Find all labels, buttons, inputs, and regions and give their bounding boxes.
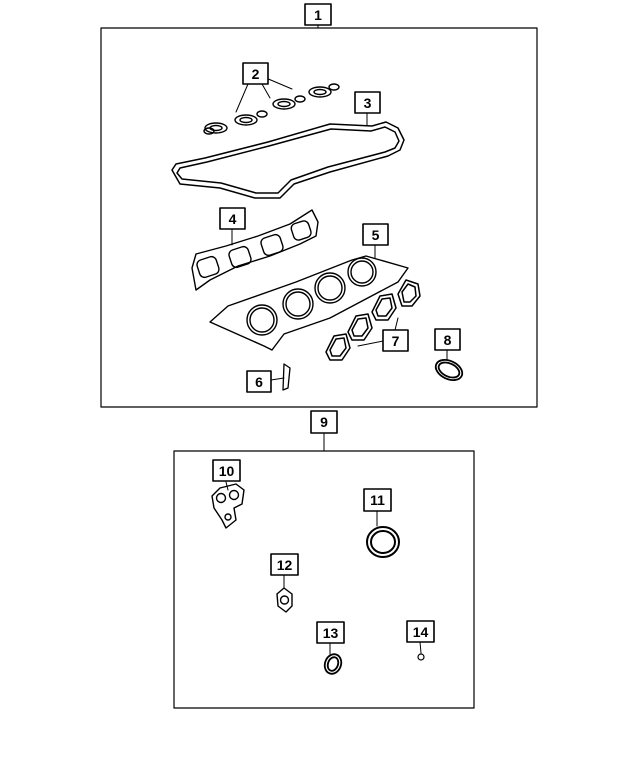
callout-4[interactable]: 4: [219, 207, 246, 230]
part-12-flange-gasket[interactable]: [276, 587, 293, 613]
callout-1[interactable]: 1: [304, 3, 332, 26]
part-14-tiny-o-ring[interactable]: [417, 653, 425, 661]
callout-2[interactable]: 2: [242, 62, 269, 85]
part-10-gasket[interactable]: [211, 483, 245, 529]
svg-text:14: 14: [413, 624, 429, 640]
svg-text:11: 11: [370, 492, 385, 508]
callout-7[interactable]: 7: [382, 329, 409, 352]
svg-text:6: 6: [255, 374, 263, 390]
group-1-frame: [100, 27, 538, 408]
part-2-tube-seals[interactable]: [203, 83, 340, 135]
svg-text:13: 13: [323, 625, 339, 641]
svg-text:3: 3: [364, 95, 372, 111]
callout-2-leaders: [235, 77, 293, 113]
part-13-o-ring[interactable]: [322, 652, 344, 676]
svg-text:12: 12: [277, 557, 293, 573]
callout-6[interactable]: 6: [246, 370, 272, 393]
callout-10[interactable]: 10: [212, 459, 241, 482]
part-3-valve-cover-gasket[interactable]: [171, 121, 405, 199]
callout-14[interactable]: 14: [406, 620, 435, 643]
callout-5[interactable]: 5: [362, 223, 389, 246]
part-11-seal-ring[interactable]: [366, 526, 400, 558]
callout-6-leader: [270, 377, 285, 381]
svg-text:2: 2: [252, 66, 260, 82]
svg-text:7: 7: [392, 333, 400, 349]
callout-8[interactable]: 8: [434, 328, 461, 351]
svg-text:10: 10: [219, 463, 235, 479]
callout-14-leader: [419, 641, 422, 654]
svg-text:4: 4: [229, 211, 237, 227]
callout-3[interactable]: 3: [354, 91, 381, 114]
part-8-o-ring[interactable]: [433, 356, 466, 384]
svg-text:5: 5: [372, 227, 380, 243]
part-7-intake-gaskets[interactable]: [325, 279, 421, 361]
part-4-exhaust-manifold-gasket[interactable]: [191, 209, 319, 291]
callout-12[interactable]: 12: [270, 553, 299, 576]
callout-9[interactable]: 9: [310, 410, 338, 434]
callout-7-leader: [357, 340, 384, 347]
svg-text:1: 1: [314, 7, 322, 23]
part-6-dowel[interactable]: [282, 363, 291, 391]
callout-13[interactable]: 13: [316, 621, 345, 644]
callout-10-leader: [225, 481, 229, 491]
part-5-head-gasket[interactable]: [209, 255, 409, 351]
svg-text:8: 8: [444, 332, 452, 348]
callout-7-leader-2: [394, 317, 399, 331]
callout-11[interactable]: 11: [363, 488, 392, 512]
svg-text:9: 9: [320, 414, 328, 430]
